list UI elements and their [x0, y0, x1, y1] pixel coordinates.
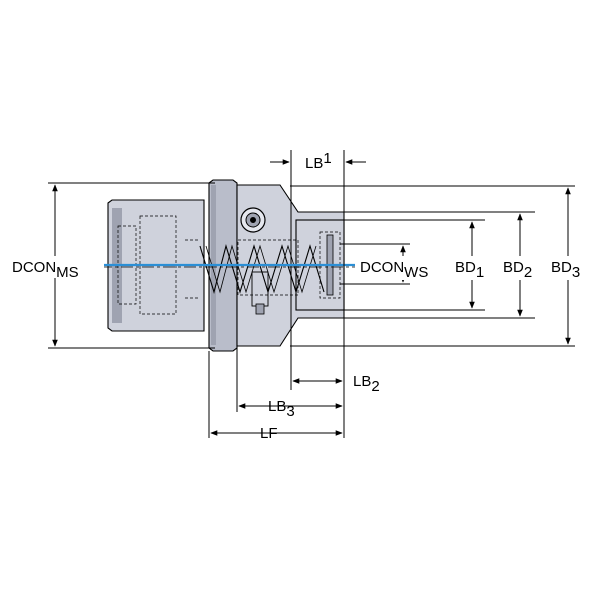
label-lb2: LB2: [353, 373, 380, 395]
label-lb1: LB1: [305, 150, 332, 172]
label-bd1: BD1: [455, 259, 484, 281]
extension-lines: [48, 150, 575, 438]
label-dcon-ws: DCONWS: [360, 259, 428, 281]
label-dcon-ms: DCONMS: [12, 259, 79, 281]
label-bd3: BD3: [551, 259, 580, 281]
spring: [199, 243, 325, 295]
dimension-labels: DCONMS DCONWS BD1 BD2 BD3 LB1 LB2 LB3 LF: [8, 150, 590, 442]
label-bd2: BD2: [503, 259, 532, 281]
label-lf: LF: [260, 425, 278, 442]
label-lb3: LB3: [268, 398, 295, 420]
